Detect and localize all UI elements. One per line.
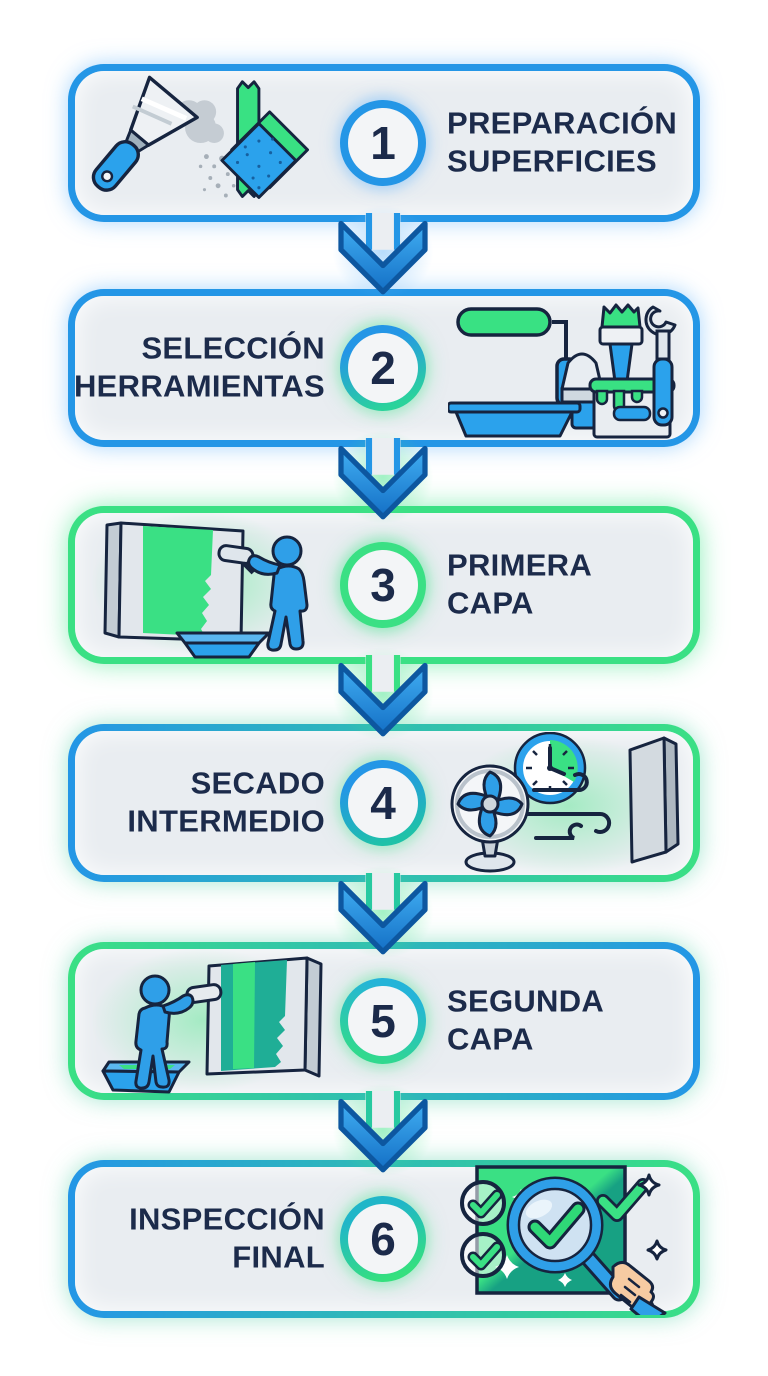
step-5-number-badge: 5 (340, 978, 426, 1064)
step-2-box: 2 SELECCIÓN HERRAMIENTAS (68, 289, 700, 447)
step-4-box: 4 SECADO INTERMEDIO (68, 724, 700, 882)
step-5-box: 5 SEGUNDA CAPA (68, 942, 700, 1100)
step-2-number: 2 (348, 333, 418, 403)
step-4-number-badge: 4 (340, 760, 426, 846)
step-5-label-line2: CAPA (447, 1022, 534, 1057)
step-4-label-line2: INTERMEDIO (127, 804, 325, 839)
step-4-label-line1: SECADO (190, 765, 325, 801)
step-3-label-line2: CAPA (447, 586, 534, 621)
step-1-box: 1 PREPARACIÓN SUPERFICIES (68, 64, 700, 222)
step-3-label-line1: PRIMERA (447, 547, 593, 583)
step-2-number-badge: 2 (340, 325, 426, 411)
step-2-label-line1: SELECCIÓN (141, 330, 325, 366)
step-5-number: 5 (348, 986, 418, 1056)
step-6-number-badge: 6 (340, 1196, 426, 1282)
step-4-label: SECADO INTERMEDIO (127, 765, 325, 842)
flow-arrow-3 (328, 655, 438, 739)
step-6-label-line1: INSPECCIÓN (129, 1201, 325, 1237)
step-6-box: 6 INSPECCIÓN FINAL (68, 1160, 700, 1326)
step-6-label-line2: FINAL (232, 1240, 325, 1275)
step-6-number: 6 (348, 1204, 418, 1274)
flow-arrow-2 (328, 438, 438, 522)
paint-tools-icon (446, 297, 683, 439)
step-1-label: PREPARACIÓN SUPERFICIES (447, 105, 677, 182)
step-5-label: SEGUNDA CAPA (447, 983, 604, 1060)
step-1-number: 1 (348, 108, 418, 178)
flow-arrow-1 (328, 213, 438, 297)
painter-first-coat-icon (91, 511, 326, 659)
flow-arrow-4 (328, 873, 438, 957)
step-1-label-line1: PREPARACIÓN (447, 105, 678, 141)
painter-second-coat-icon (91, 946, 326, 1096)
step-2-label: SELECCIÓN HERRAMIENTAS (74, 330, 325, 407)
flow-arrow-5 (328, 1091, 438, 1175)
step-3-number: 3 (348, 550, 418, 620)
step-3-box: 3 PRIMERA CAPA (68, 506, 700, 664)
step-3-number-badge: 3 (340, 542, 426, 628)
fan-clock-drying-icon (438, 731, 683, 876)
step-1-label-line2: SUPERFICIES (447, 144, 658, 179)
step-3-label: PRIMERA CAPA (447, 547, 592, 624)
step-6-label: INSPECCIÓN FINAL (129, 1201, 325, 1278)
step-5-label-line1: SEGUNDA (447, 983, 605, 1019)
magnifier-inspection-icon (443, 1163, 683, 1326)
step-4-number: 4 (348, 768, 418, 838)
step-2-label-line2: HERRAMIENTAS (73, 369, 325, 404)
step-1-number-badge: 1 (340, 100, 426, 186)
putty-knife-sandpaper-icon (91, 73, 316, 213)
